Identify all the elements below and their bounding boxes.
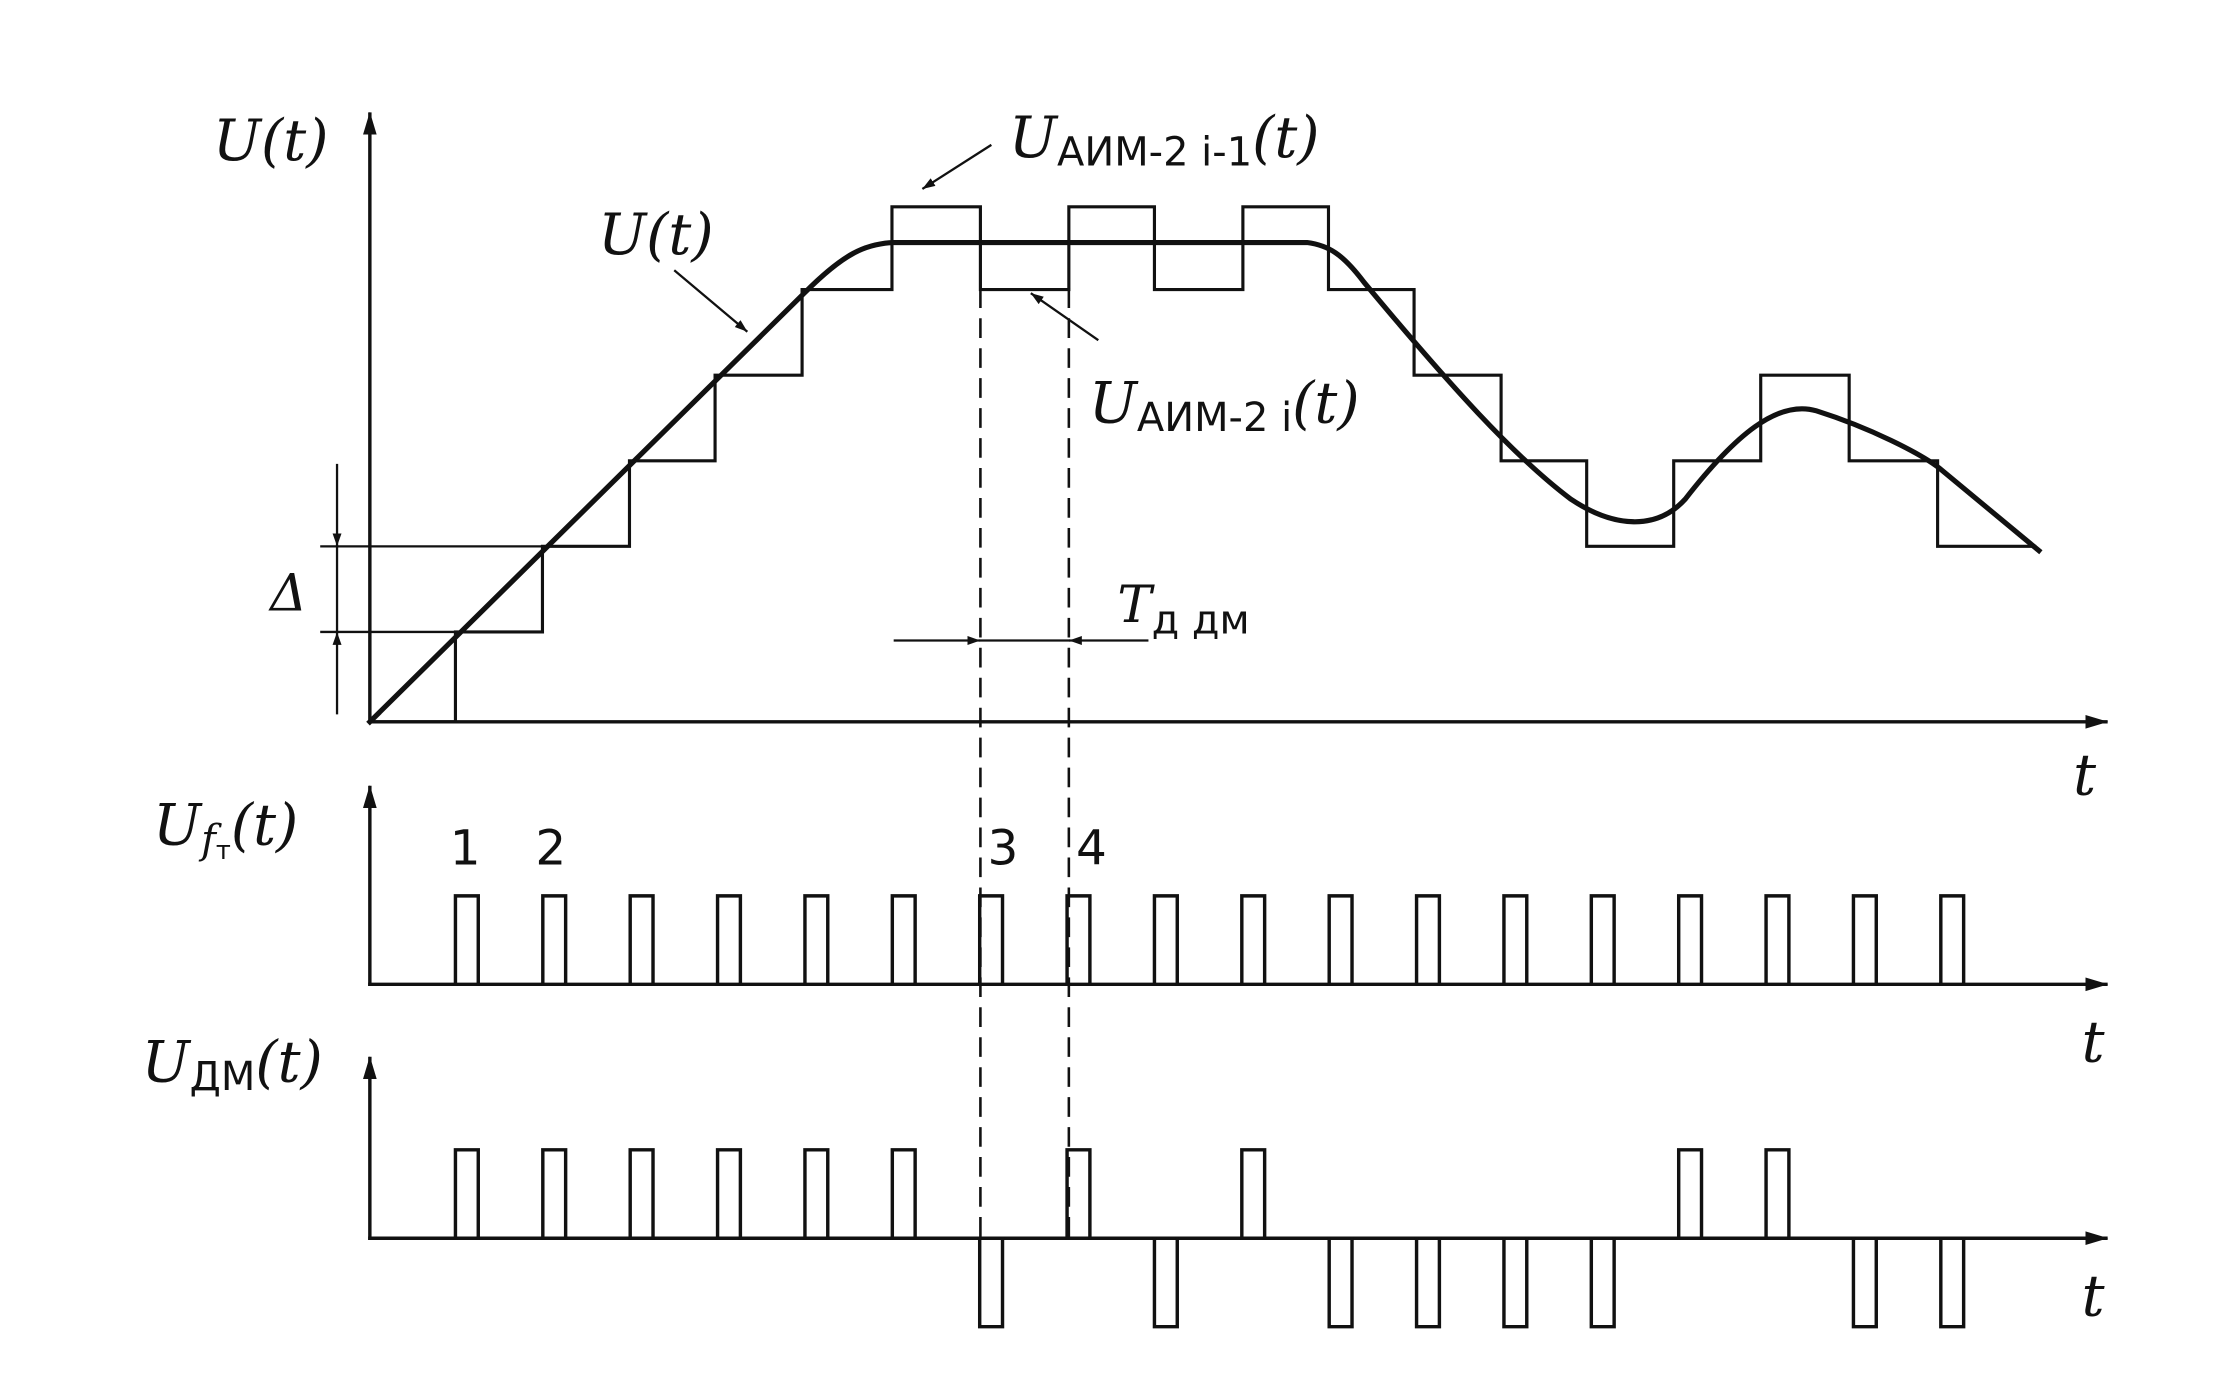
- clock-pulse: [1152, 894, 1179, 987]
- dm-pulse-negative: [1589, 1236, 1616, 1329]
- prev-step-label: UАИМ-2 i-1(t): [1009, 105, 1320, 176]
- dm-pulse-positive: [803, 1148, 830, 1240]
- top-y-axis-label: U(t): [213, 108, 329, 174]
- dm-pulse-positive: [715, 1148, 743, 1240]
- clock-pulse: [1065, 894, 1092, 987]
- clock-graph: Ufт(t) 1 2 3 4 t: [153, 785, 2109, 1075]
- sampling-period-dimension: Tд дм: [893, 575, 1250, 646]
- prev-step-leader-arrow: [921, 143, 992, 190]
- clock-pulse: [890, 894, 917, 987]
- pulse-number-2: 2: [535, 820, 566, 876]
- clock-pulse: [803, 894, 830, 987]
- dm-pulse-negative: [1502, 1236, 1529, 1329]
- clock-pulse: [977, 894, 1005, 987]
- top-graph: Δ Tд дм U(t) U(t) UАИМ-2 i-1(t) UАИМ-2 i…: [213, 105, 2109, 1243]
- dm-graph: UДМ(t) t: [142, 1029, 2109, 1329]
- clock-pulse: [628, 894, 655, 987]
- curr-step-label: UАИМ-2 i(t): [1089, 370, 1360, 441]
- clock-pulse: [1764, 894, 1791, 987]
- clock-pulse: [541, 894, 568, 987]
- curve-leader-arrow: [673, 269, 749, 333]
- dm-pulse-positive: [1764, 1148, 1791, 1240]
- staircase-approximation: [368, 205, 2037, 724]
- clock-pulse: [1327, 894, 1354, 987]
- clock-pulse: [1851, 894, 1878, 987]
- dm-pulse-positive: [1065, 1148, 1092, 1240]
- delta-label: Δ: [268, 564, 307, 624]
- dm-pulse-negative: [1152, 1236, 1179, 1329]
- dm-pulse-positive: [1676, 1148, 1704, 1240]
- pulse-number-1: 1: [450, 820, 481, 876]
- clock-pulse: [453, 894, 480, 987]
- analog-signal-curve: [366, 239, 2043, 726]
- curr-step-leader-arrow: [1030, 292, 1099, 342]
- period-label: Tд дм: [1117, 575, 1249, 643]
- clock-y-axis-label: Ufт(t): [153, 793, 298, 866]
- clock-pulse-train: [453, 894, 1966, 987]
- clock-pulse: [715, 894, 743, 987]
- t-axis-label-3: t: [2082, 1263, 2106, 1329]
- dm-pulse-negative: [1414, 1236, 1442, 1329]
- clock-pulse: [1414, 894, 1442, 987]
- t-axis-label-1: t: [2073, 743, 2097, 809]
- dm-pulse-positive: [628, 1148, 655, 1240]
- dm-pulse-train: [453, 1148, 1966, 1329]
- dm-y-axis-label: UДМ(t): [142, 1029, 323, 1100]
- dm-pulse-negative: [1939, 1236, 1966, 1329]
- t-axis-label-2: t: [2082, 1009, 2106, 1075]
- pulse-number-3: 3: [988, 820, 1019, 876]
- pulse-number-4: 4: [1076, 820, 1107, 876]
- dm-pulse-positive: [453, 1148, 480, 1240]
- clock-pulse: [1676, 894, 1704, 987]
- dm-pulse-negative: [977, 1236, 1005, 1329]
- clock-pulse: [1589, 894, 1616, 987]
- analog-curve-label: U(t): [598, 202, 714, 268]
- dm-pulse-positive: [890, 1148, 917, 1240]
- clock-pulse: [1502, 894, 1529, 987]
- clock-pulse: [1939, 894, 1966, 987]
- delta-dimension: Δ: [268, 463, 631, 715]
- clock-pulse: [1240, 894, 1267, 987]
- dm-pulse-negative: [1327, 1236, 1354, 1329]
- dm-pulse-positive: [541, 1148, 568, 1240]
- dm-pulse-positive: [1240, 1148, 1267, 1240]
- dm-pulse-negative: [1851, 1236, 1878, 1329]
